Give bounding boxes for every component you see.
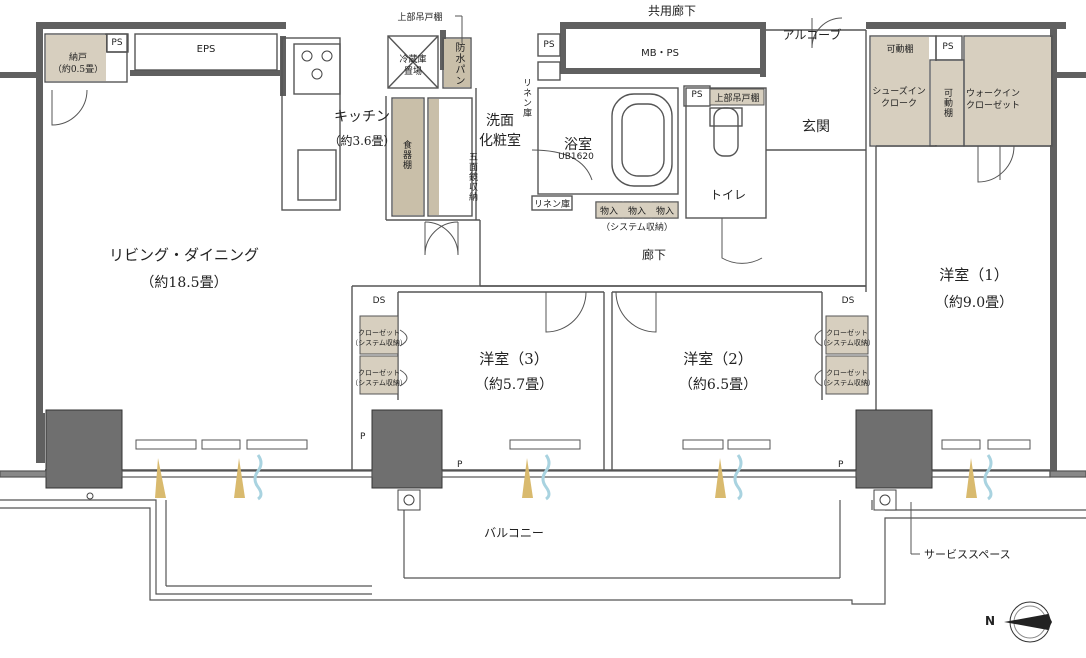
- service-space-label: サービススペース: [924, 548, 1011, 561]
- airflow: [253, 454, 993, 501]
- vents: [135, 439, 1031, 450]
- living-dining-label: リビング・ダイニング: [108, 246, 260, 264]
- mirror-storage-label: 五面鏡収納: [467, 152, 477, 202]
- closet-d-sub: （システム収納）: [819, 379, 875, 387]
- bathroom-label: 浴室: [564, 137, 592, 153]
- storage-closet-2: 物入: [627, 207, 647, 217]
- closet-c-sub: （システム収納）: [819, 339, 875, 347]
- room-2-label: 洋室（2）: [683, 350, 753, 368]
- linen-storage-label-1: リネン庫: [521, 78, 531, 118]
- entrance-label: 玄関: [802, 119, 830, 135]
- alcove-label: アルコーブ: [782, 28, 842, 42]
- movable-shelf-label-2: 可動棚: [942, 88, 952, 118]
- closet-d-label: クローゼット: [826, 369, 868, 377]
- ps-label-1: PS: [111, 38, 123, 48]
- columns: [45, 409, 933, 489]
- closet-b-sub: （システム収納）: [351, 379, 407, 387]
- closet-a-sub: （システム収納）: [351, 339, 407, 347]
- compass-north-label: N: [985, 614, 996, 628]
- storage-label: 納戸: [68, 53, 88, 63]
- closet-a-label: クローゼット: [358, 329, 400, 337]
- drains: [86, 489, 897, 511]
- storage-closet-1: 物入: [599, 207, 619, 217]
- balcony-label: バルコニー: [484, 526, 544, 540]
- balcony-outline: [0, 499, 1086, 605]
- washroom-label: 洗面: [486, 113, 514, 129]
- shoes-in-label: シューズイン: [872, 87, 926, 97]
- ds-label-1: DS: [372, 296, 386, 306]
- storage-closet-3: 物入: [655, 207, 675, 217]
- linen-storage-label-2: リネン庫: [533, 200, 571, 210]
- bath-unit-label: UB1620: [558, 152, 594, 162]
- interior-walls: [44, 29, 1053, 471]
- room-3-label: 洋室（3）: [479, 350, 549, 368]
- toilet-label: トイレ: [709, 188, 747, 202]
- walk-in-label: ウォークイン: [965, 89, 1021, 99]
- common-corridor-label: 共用廊下: [647, 4, 697, 18]
- ps-label-2: PS: [543, 40, 555, 50]
- pipe-label-3: P: [838, 460, 844, 470]
- pipe-label-1: P: [360, 432, 366, 442]
- living-dining-size: （約18.5畳）: [140, 275, 228, 291]
- fridge-label: 冷蔵庫: [399, 55, 427, 65]
- service-leader: [455, 15, 920, 555]
- storage-size: （約0.5畳）: [52, 65, 104, 75]
- light-beams: [155, 458, 977, 498]
- room-1-size: （約9.0畳）: [934, 295, 1014, 311]
- ps-label-4: PS: [942, 42, 954, 52]
- windows: [0, 470, 1086, 478]
- waterproof-pan-label: 防水パン: [453, 42, 464, 86]
- pipe-label-2: P: [457, 460, 463, 470]
- eps-label: EPS: [196, 44, 216, 55]
- mbps-label: MB・PS: [641, 48, 679, 59]
- dish-cabinet-label: 食器棚: [401, 140, 411, 170]
- upper-cabinet-label-top: 上部吊戸棚: [397, 13, 443, 23]
- room-3-size: （約5.7畳）: [474, 377, 554, 393]
- walk-in-label-2: クローゼット: [965, 101, 1021, 111]
- corridor-label: 廊下: [641, 248, 667, 262]
- room-2-size: （約6.5畳）: [678, 377, 758, 393]
- closet-b-label: クローゼット: [358, 369, 400, 377]
- movable-shelf-label-1: 可動棚: [886, 45, 914, 55]
- fridge-label-2: 置場: [403, 67, 423, 77]
- system-storage-label: （システム収納）: [601, 223, 673, 233]
- doors: [51, 17, 1015, 387]
- ds-label-2: DS: [841, 296, 855, 306]
- upper-cabinet-label-toilet: 上部吊戸棚: [714, 94, 760, 104]
- closet-c-label: クローゼット: [826, 329, 868, 337]
- ps-label-3: PS: [691, 90, 703, 100]
- storage-fills: [46, 35, 1051, 395]
- compass-icon: [1004, 601, 1052, 643]
- washroom-label-2: 化粧室: [479, 133, 521, 149]
- shoes-in-label-2: クローク: [880, 99, 918, 109]
- room-1-label: 洋室（1）: [939, 266, 1009, 284]
- kitchen-label: キッチン: [334, 109, 390, 125]
- kitchen-size: （約3.6畳）: [328, 134, 396, 148]
- stove-burners: [301, 50, 333, 80]
